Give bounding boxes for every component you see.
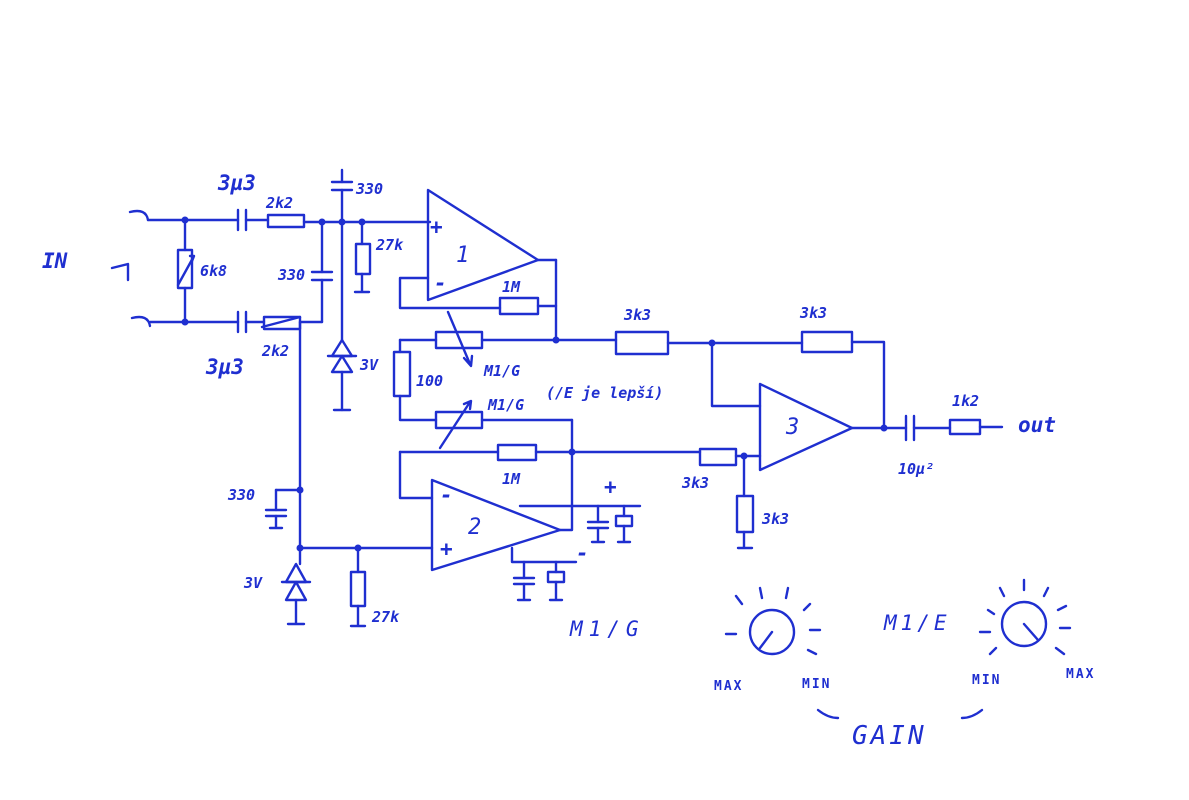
gain-label: GAIN [852, 721, 927, 751]
output-capacitor-label: 10µ² [898, 460, 934, 478]
output-label: out [1018, 413, 1056, 437]
gain-network [392, 310, 574, 450]
knob-2-left-label: MIN [972, 673, 1001, 688]
opamp-2-plus-sign: + [440, 537, 453, 561]
opamp-3 [758, 382, 908, 472]
knob-2-right-label: MAX [1066, 667, 1095, 682]
ground-resistor-label: 3k3 [761, 510, 789, 528]
summing-network [554, 330, 886, 550]
pot-2-label: M1/G [487, 396, 524, 414]
knob-1-title: M1/G [569, 617, 645, 641]
supply-decoupling-top [518, 504, 642, 544]
capacitor-330-top-label: 330 [355, 180, 383, 198]
knob-2-title: M1/E [883, 611, 951, 635]
opamp-2 [298, 418, 702, 572]
input-wiring [146, 216, 240, 326]
opamp-2-number: 2 [468, 515, 481, 540]
knob-1-right-label: MIN [802, 677, 831, 692]
bias-line-bottom [264, 320, 362, 552]
input-resistor-top [266, 213, 432, 229]
bias-resistor-bottom [349, 546, 367, 628]
pot-1-label: M1/G [483, 362, 520, 380]
capacitor-330-top [330, 168, 354, 226]
capacitor-330-mid [310, 218, 334, 324]
shunt-resistor-label: 6k8 [200, 262, 227, 280]
shunt-resistor [176, 248, 196, 290]
opamp-3-number: 3 [785, 415, 799, 440]
pot-note-label: (/E je lepší) [546, 384, 663, 402]
input-cap-top-label: 3µ3 [217, 171, 256, 195]
opamp-1-plus-sign: + [430, 215, 443, 239]
feedback-resistor-2-label: 1M [502, 470, 521, 488]
capacitor-330-mid-label: 330 [277, 266, 305, 284]
zener-diode-top [326, 338, 358, 374]
supply-minus-sign: - [576, 541, 589, 565]
bias-line-top [332, 220, 352, 412]
opamp-1 [398, 188, 558, 342]
supply-decoupling-bottom [510, 546, 578, 602]
gain-brackets [816, 708, 984, 720]
zener-bottom-label: 3V [243, 574, 263, 592]
sum-resistor-2-label: 3k3 [681, 474, 709, 492]
input-capacitor-bottom [236, 310, 266, 334]
zener-top-label: 3V [359, 356, 379, 374]
gain-resistor-label: 100 [416, 372, 443, 390]
input-capacitor-top [236, 208, 270, 232]
feedback-resistor-3-label: 3k3 [799, 304, 827, 322]
opamp-1-minus-sign: - [434, 271, 447, 295]
bias-resistor-top [353, 218, 372, 294]
input-label: IN [42, 249, 68, 273]
output-capacitor [904, 414, 952, 442]
bias-resistor-top-label: 27k [375, 236, 404, 254]
output-resistor-label: 1k2 [952, 392, 979, 410]
knob-1-left-label: MAX [714, 679, 743, 694]
supply-plus-sign: + [604, 475, 617, 499]
input-resistor-top-label: 2k2 [265, 194, 293, 212]
sum-resistor-1-label: 3k3 [623, 306, 651, 324]
feedback-resistor-1-label: 1M [502, 278, 521, 296]
opamp-2-minus-sign: - [440, 483, 453, 507]
output-resistor [948, 418, 1004, 436]
input-cap-bottom-label: 3µ3 [205, 355, 244, 379]
input-jacks [110, 209, 152, 328]
bias-resistor-bottom-label: 27k [371, 608, 400, 626]
knob-2 [978, 578, 1072, 656]
input-resistor-bottom [260, 315, 324, 331]
knob-1 [724, 586, 822, 656]
zener-diode-bottom [280, 546, 312, 626]
opamp-1-number: 1 [456, 243, 469, 268]
input-resistor-bottom-label: 2k2 [261, 342, 289, 360]
capacitor-330-bottom-label: 330 [227, 486, 255, 504]
